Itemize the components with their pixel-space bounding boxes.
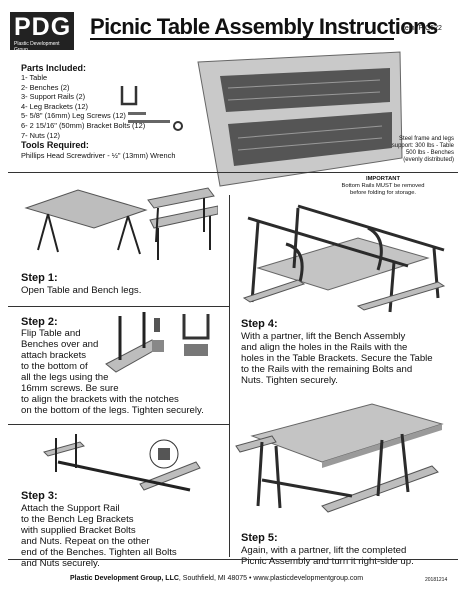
step1-text: Open Table and Bench legs. [21, 285, 142, 296]
step-line: to the Bench Leg Brackets [21, 514, 134, 525]
parts-item: 6- 2 15/16" (50mm) Bracket Bolts (12) [21, 120, 146, 130]
bench-top [43, 441, 85, 457]
leg-bracket-icon [152, 340, 164, 352]
important-line: before folding for storage. [349, 190, 417, 196]
step4-image [242, 204, 446, 313]
title-underline [90, 38, 394, 40]
page-title: Picnic Table Assembly Instructions [90, 14, 438, 39]
step5-heading: Step 5: [241, 532, 278, 544]
step2-text: Flip Table and Benches over and attach b… [21, 328, 204, 416]
nut-icon [173, 121, 183, 131]
parts-list: 1- Table 2- Benches (2) 3- Support Rails… [21, 73, 145, 140]
item-number: Item: PIC622 [401, 25, 442, 32]
table-top [250, 403, 444, 463]
step-line: holes in the Table Brackets. Secure the … [241, 353, 433, 364]
step3-image [43, 434, 201, 492]
logo-mark: PDG [14, 13, 72, 41]
logo-company: Plastic Development Group [14, 41, 60, 53]
bench-top [149, 205, 218, 229]
parts-item: 7- Nuts (12) [21, 130, 61, 140]
bracket-bolt-icon [128, 120, 170, 123]
weight-line: support: 300 lbs - Table [391, 143, 454, 149]
step2-image [105, 312, 210, 373]
frame-lower [228, 112, 392, 166]
step2-heading: Step 2: [21, 316, 58, 328]
table-top [24, 189, 148, 229]
step-line: end of the Benches. Tighten all Bolts [21, 547, 177, 558]
step-line: Flip Table and [21, 328, 81, 339]
step1-heading: Step 1: [21, 272, 58, 284]
footer: Plastic Development Group, LLC, Southfie… [70, 575, 363, 582]
important-note: IMPORTANT Bottom Rails MUST be removed b… [308, 176, 458, 197]
step5-text: Again, with a partner, lift the complete… [241, 545, 414, 567]
frame-upper [220, 68, 390, 112]
divider [8, 306, 230, 307]
step-line: with supplied Bracket Bolts [21, 525, 136, 536]
support-rail [57, 460, 191, 492]
divider [8, 424, 230, 425]
step-line: all the legs using the [21, 372, 109, 383]
leg-screw-icon [128, 112, 146, 115]
weight-line: Steel frame and legs [398, 136, 454, 142]
step-line: 16mm screws. Be sure [21, 383, 119, 394]
parts-item: 3- Support Rails (2) [21, 92, 86, 102]
divider [8, 172, 458, 173]
folded-table-image [197, 51, 403, 187]
footer-company: Plastic Development Group, LLC [70, 575, 179, 582]
step-line: and align the holes in the Rails with th… [241, 342, 408, 353]
tools-text: Phillips Head Screwdriver - ½" (13mm) Wr… [21, 151, 176, 160]
document-code: 20181214 [425, 577, 448, 583]
weight-line: (evenly distributed) [403, 157, 454, 163]
bench-top [235, 435, 277, 453]
step-line: attach brackets [21, 350, 87, 361]
parts-heading: Parts Included: [21, 63, 87, 73]
important-line: Bottom Rails MUST be removed [341, 183, 425, 189]
step-line: Benches over and [21, 339, 99, 350]
leg-bracket-icon [120, 86, 138, 106]
step-line: to the bottom of [21, 361, 88, 372]
pdg-logo: PDG Plastic Development Group [10, 12, 74, 53]
step5-image [235, 403, 444, 513]
bench-top [242, 279, 306, 303]
parts-item: 5- 5/8" (16mm) Leg Screws (12) [21, 111, 126, 121]
footer-address: , Southfield, MI 48075 • www.plasticdeve… [178, 575, 364, 582]
step-line: to the Rails with the remaining Bolts an… [241, 364, 413, 375]
step4-text: With a partner, lift the Bench Assembly … [241, 331, 433, 386]
step-line: on the bottom of the legs. Tighten secur… [21, 405, 204, 416]
step-line: With a partner, lift the Bench Assembly [241, 331, 406, 342]
important-heading: IMPORTANT [365, 176, 401, 182]
step3-heading: Step 3: [21, 490, 58, 502]
step-line: Picnic Assembly and turn it right-side u… [241, 556, 414, 567]
leg-screw-icon [154, 318, 160, 332]
step-line: and Nuts securely. [21, 558, 100, 569]
weight-capacity-note: Steel frame and legs support: 300 lbs - … [372, 136, 454, 164]
bench-top [147, 187, 215, 209]
leg-bracket-icon [182, 314, 210, 340]
divider [8, 559, 458, 560]
weight-line: 500 lbs - Benches [405, 150, 454, 156]
step-line: Attach the Support Rail [21, 503, 120, 514]
divider [229, 195, 230, 557]
parts-item: 4- Leg Brackets (12) [21, 101, 88, 111]
hardware-illustration [120, 86, 183, 131]
bracket-closeup [184, 344, 208, 356]
step3-text: Attach the Support Rail to the Bench Leg… [21, 503, 177, 569]
step1-image [24, 187, 218, 260]
tools-heading: Tools Required: [21, 140, 89, 150]
parts-item: 2- Benches (2) [21, 82, 70, 92]
bench-top [356, 281, 446, 311]
parts-item: 1- Table [21, 73, 48, 82]
step-line: to align the brackets with the notches [21, 394, 179, 405]
step-line: and Nuts. Repeat on the other [21, 536, 150, 547]
step-line: Nuts. Tighten securely. [241, 375, 338, 386]
step4-heading: Step 4: [241, 318, 278, 330]
step-line: Again, with a partner, lift the complete… [241, 545, 407, 556]
